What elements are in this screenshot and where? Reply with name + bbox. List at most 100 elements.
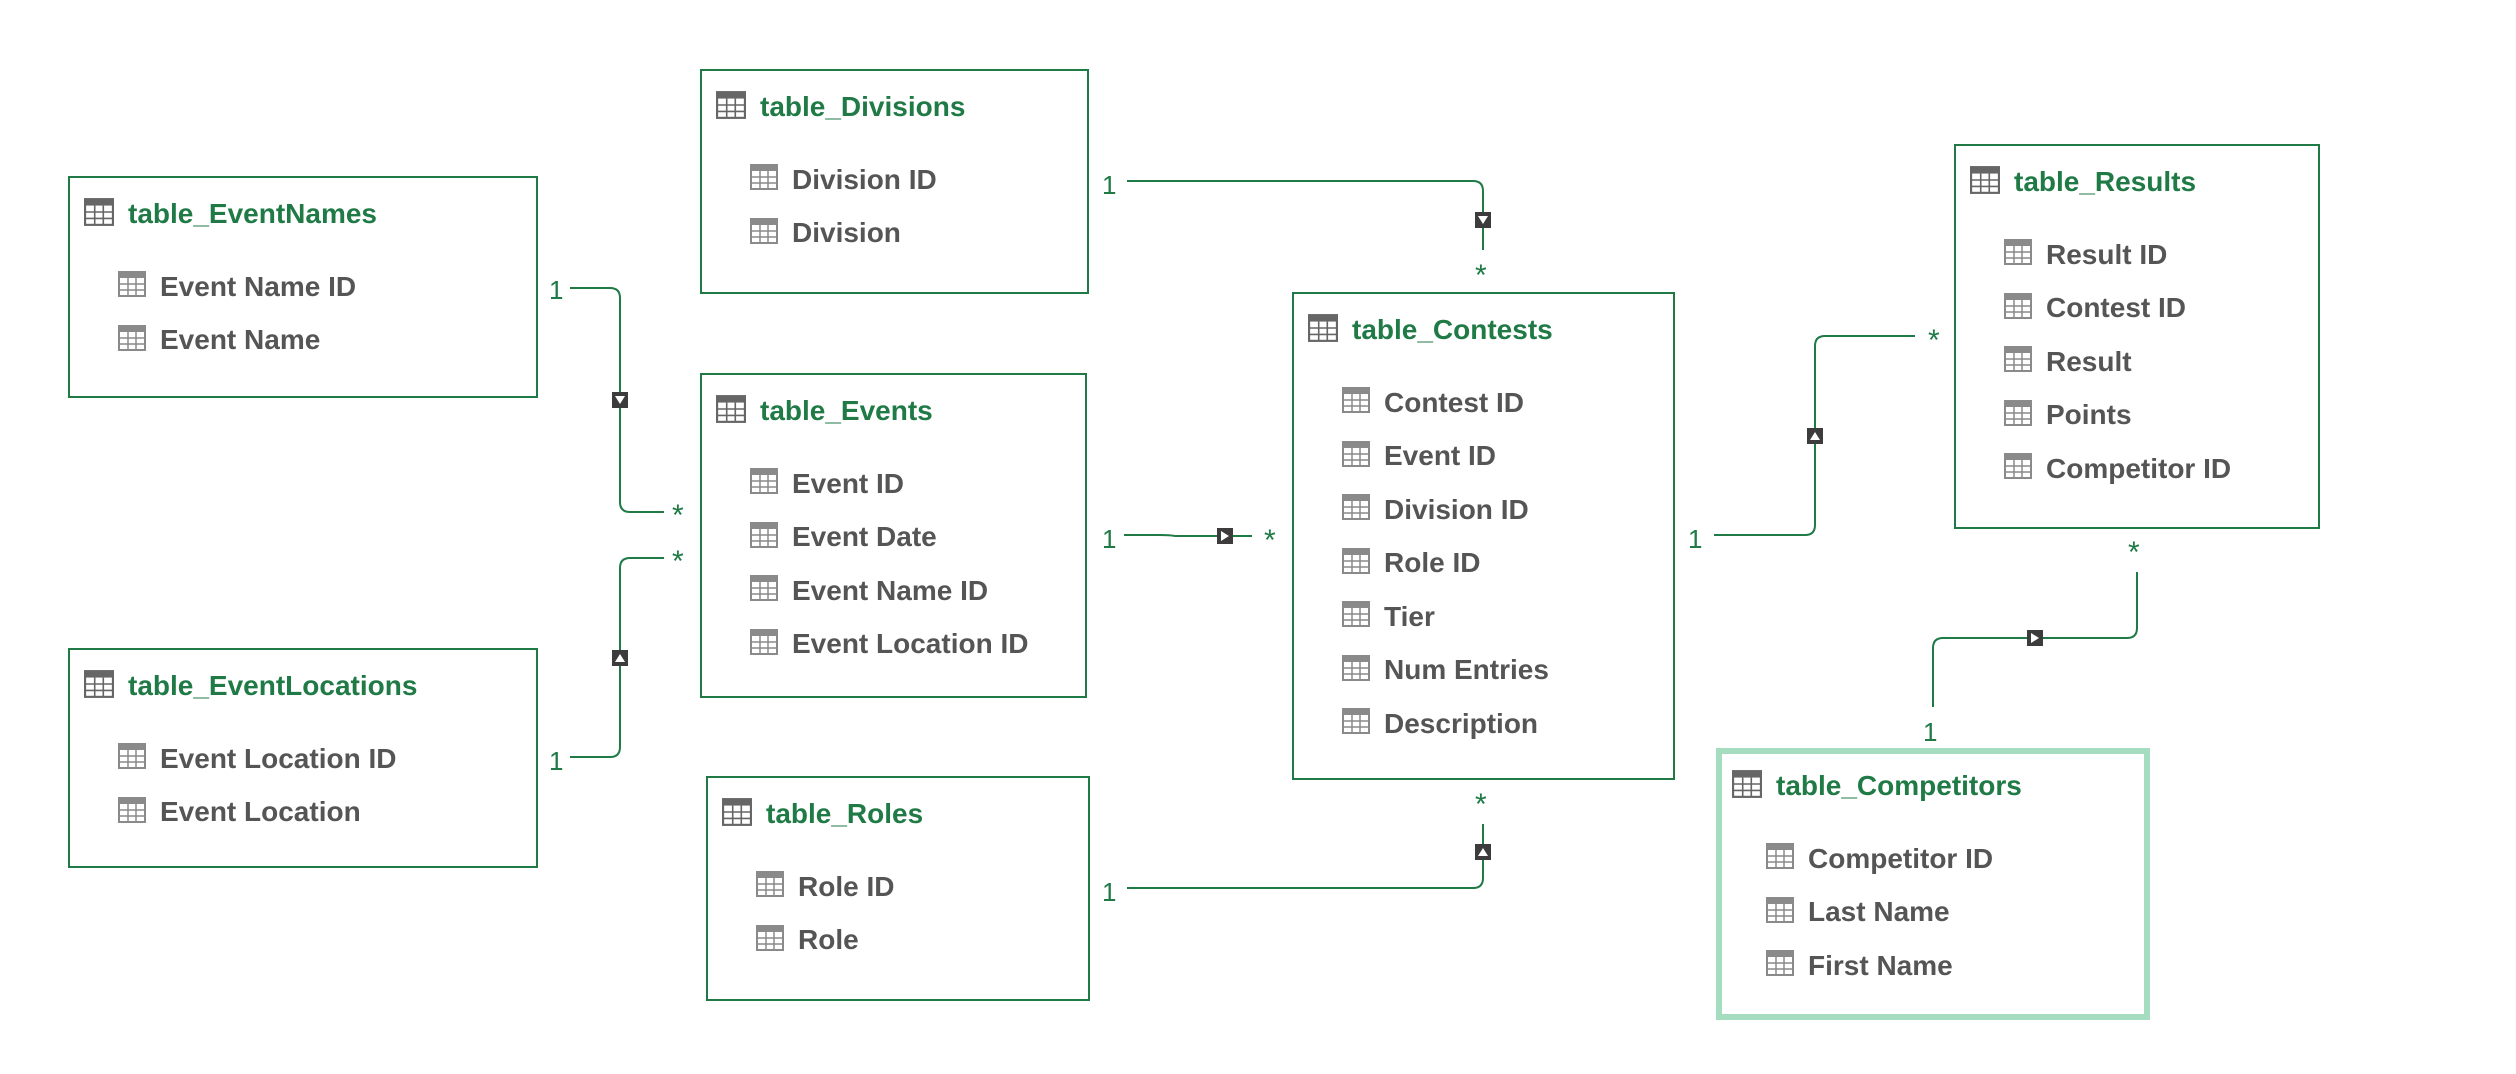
table-icon	[84, 197, 114, 232]
field-row[interactable]: Role ID	[1342, 537, 1549, 591]
cardinality-one-label: 1	[1923, 717, 1938, 747]
field-icon	[750, 217, 778, 250]
cardinality-one-label: 1	[549, 746, 564, 776]
cardinality-many-label: *	[1928, 324, 1940, 357]
table-header[interactable]: table_Competitors	[1732, 768, 2022, 804]
field-row[interactable]: Event Location	[118, 786, 396, 840]
table-header[interactable]: table_Results	[1970, 164, 2196, 200]
table-header[interactable]: table_Events	[716, 393, 933, 429]
field-icon	[1342, 440, 1370, 473]
field-label: Competitor ID	[1808, 842, 1994, 874]
table-icon	[1732, 769, 1762, 804]
relationship-line-divisions-contests[interactable]	[1127, 180, 1484, 250]
table-header[interactable]: table_Roles	[722, 796, 923, 832]
field-row[interactable]: Division ID	[1342, 483, 1549, 537]
field-row[interactable]: Contest ID	[2004, 282, 2231, 336]
table-title: table_Events	[760, 395, 933, 426]
field-label: Role ID	[1384, 547, 1481, 579]
field-label: Result ID	[2046, 238, 2168, 270]
field-row[interactable]: Event Name	[118, 314, 356, 368]
field-row[interactable]: Competitor ID	[1766, 832, 1993, 886]
table-header[interactable]: table_EventLocations	[84, 668, 417, 704]
filter-direction-down-icon	[1475, 212, 1491, 228]
cardinality-many-label: *	[672, 545, 684, 578]
filter-direction-right-icon	[2027, 630, 2043, 646]
field-row[interactable]: Event Name ID	[750, 564, 1028, 618]
field-icon	[1342, 493, 1370, 526]
filter-direction-up-icon	[1475, 844, 1491, 860]
table-header[interactable]: table_Contests	[1308, 312, 1553, 348]
field-label: Event Location ID	[160, 742, 397, 774]
field-row[interactable]: Division ID	[750, 153, 937, 207]
field-row[interactable]: Tier	[1342, 590, 1549, 644]
table-title: table_EventLocations	[128, 670, 418, 701]
field-icon	[1342, 600, 1370, 633]
field-icon	[118, 270, 146, 303]
table-title: table_Contests	[1352, 314, 1553, 345]
field-row[interactable]: Event Name ID	[118, 260, 356, 314]
table-title: table_Roles	[766, 798, 924, 829]
field-row[interactable]: Points	[2004, 389, 2231, 443]
table-header[interactable]: table_EventNames	[84, 196, 377, 232]
field-label: Role ID	[798, 870, 895, 902]
field-icon	[750, 521, 778, 554]
table-title: table_Competitors	[1776, 770, 2022, 801]
cardinality-one-label: 1	[1102, 170, 1117, 200]
field-icon	[750, 163, 778, 196]
field-row[interactable]: Num Entries	[1342, 644, 1549, 698]
field-icon	[1766, 842, 1794, 875]
field-row[interactable]: Event Location ID	[118, 732, 396, 786]
field-row[interactable]: Role	[756, 914, 894, 968]
cardinality-one-label: 1	[1102, 877, 1117, 907]
field-icon	[118, 742, 146, 775]
cardinality-one-label: 1	[549, 275, 564, 305]
field-icon	[118, 324, 146, 357]
field-row[interactable]: Division	[750, 207, 937, 261]
field-icon	[750, 628, 778, 661]
field-icon	[118, 796, 146, 829]
field-icon	[2004, 238, 2032, 271]
field-row[interactable]: First Name	[1766, 939, 1993, 993]
field-row[interactable]: Result	[2004, 335, 2231, 389]
field-label: Event Date	[792, 521, 937, 553]
field-label: Role	[798, 924, 859, 956]
filter-direction-right-icon	[1217, 528, 1233, 544]
field-row[interactable]: Role ID	[756, 860, 894, 914]
field-label: Num Entries	[1384, 654, 1549, 686]
field-row[interactable]: Event Location ID	[750, 618, 1028, 672]
field-icon	[1342, 547, 1370, 580]
field-label: Division ID	[792, 163, 937, 195]
table-title: table_EventNames	[128, 198, 378, 229]
field-row[interactable]: Event ID	[750, 457, 1028, 511]
table-header[interactable]: table_Divisions	[716, 89, 965, 125]
table-title: table_Divisions	[760, 91, 966, 122]
relationship-line-events-contests[interactable]	[1124, 534, 1252, 537]
field-label: Division ID	[1384, 493, 1529, 525]
field-label: Result	[2046, 345, 2132, 377]
field-icon	[2004, 345, 2032, 378]
filter-direction-up-icon	[612, 650, 628, 666]
field-row[interactable]: Result ID	[2004, 228, 2231, 282]
field-row[interactable]: Event ID	[1342, 430, 1549, 484]
field-row[interactable]: Event Date	[750, 511, 1028, 565]
field-label: Event ID	[1384, 440, 1497, 472]
field-row[interactable]: Description	[1342, 697, 1549, 751]
cardinality-many-label: *	[1264, 524, 1276, 557]
field-row[interactable]: Contest ID	[1342, 376, 1549, 430]
field-row[interactable]: Last Name	[1766, 886, 1993, 940]
relationship-line-roles-contests[interactable]	[1127, 824, 1484, 889]
field-icon	[1342, 707, 1370, 740]
cardinality-many-label: *	[1475, 259, 1487, 292]
field-icon	[750, 574, 778, 607]
field-row[interactable]: Competitor ID	[2004, 442, 2231, 496]
